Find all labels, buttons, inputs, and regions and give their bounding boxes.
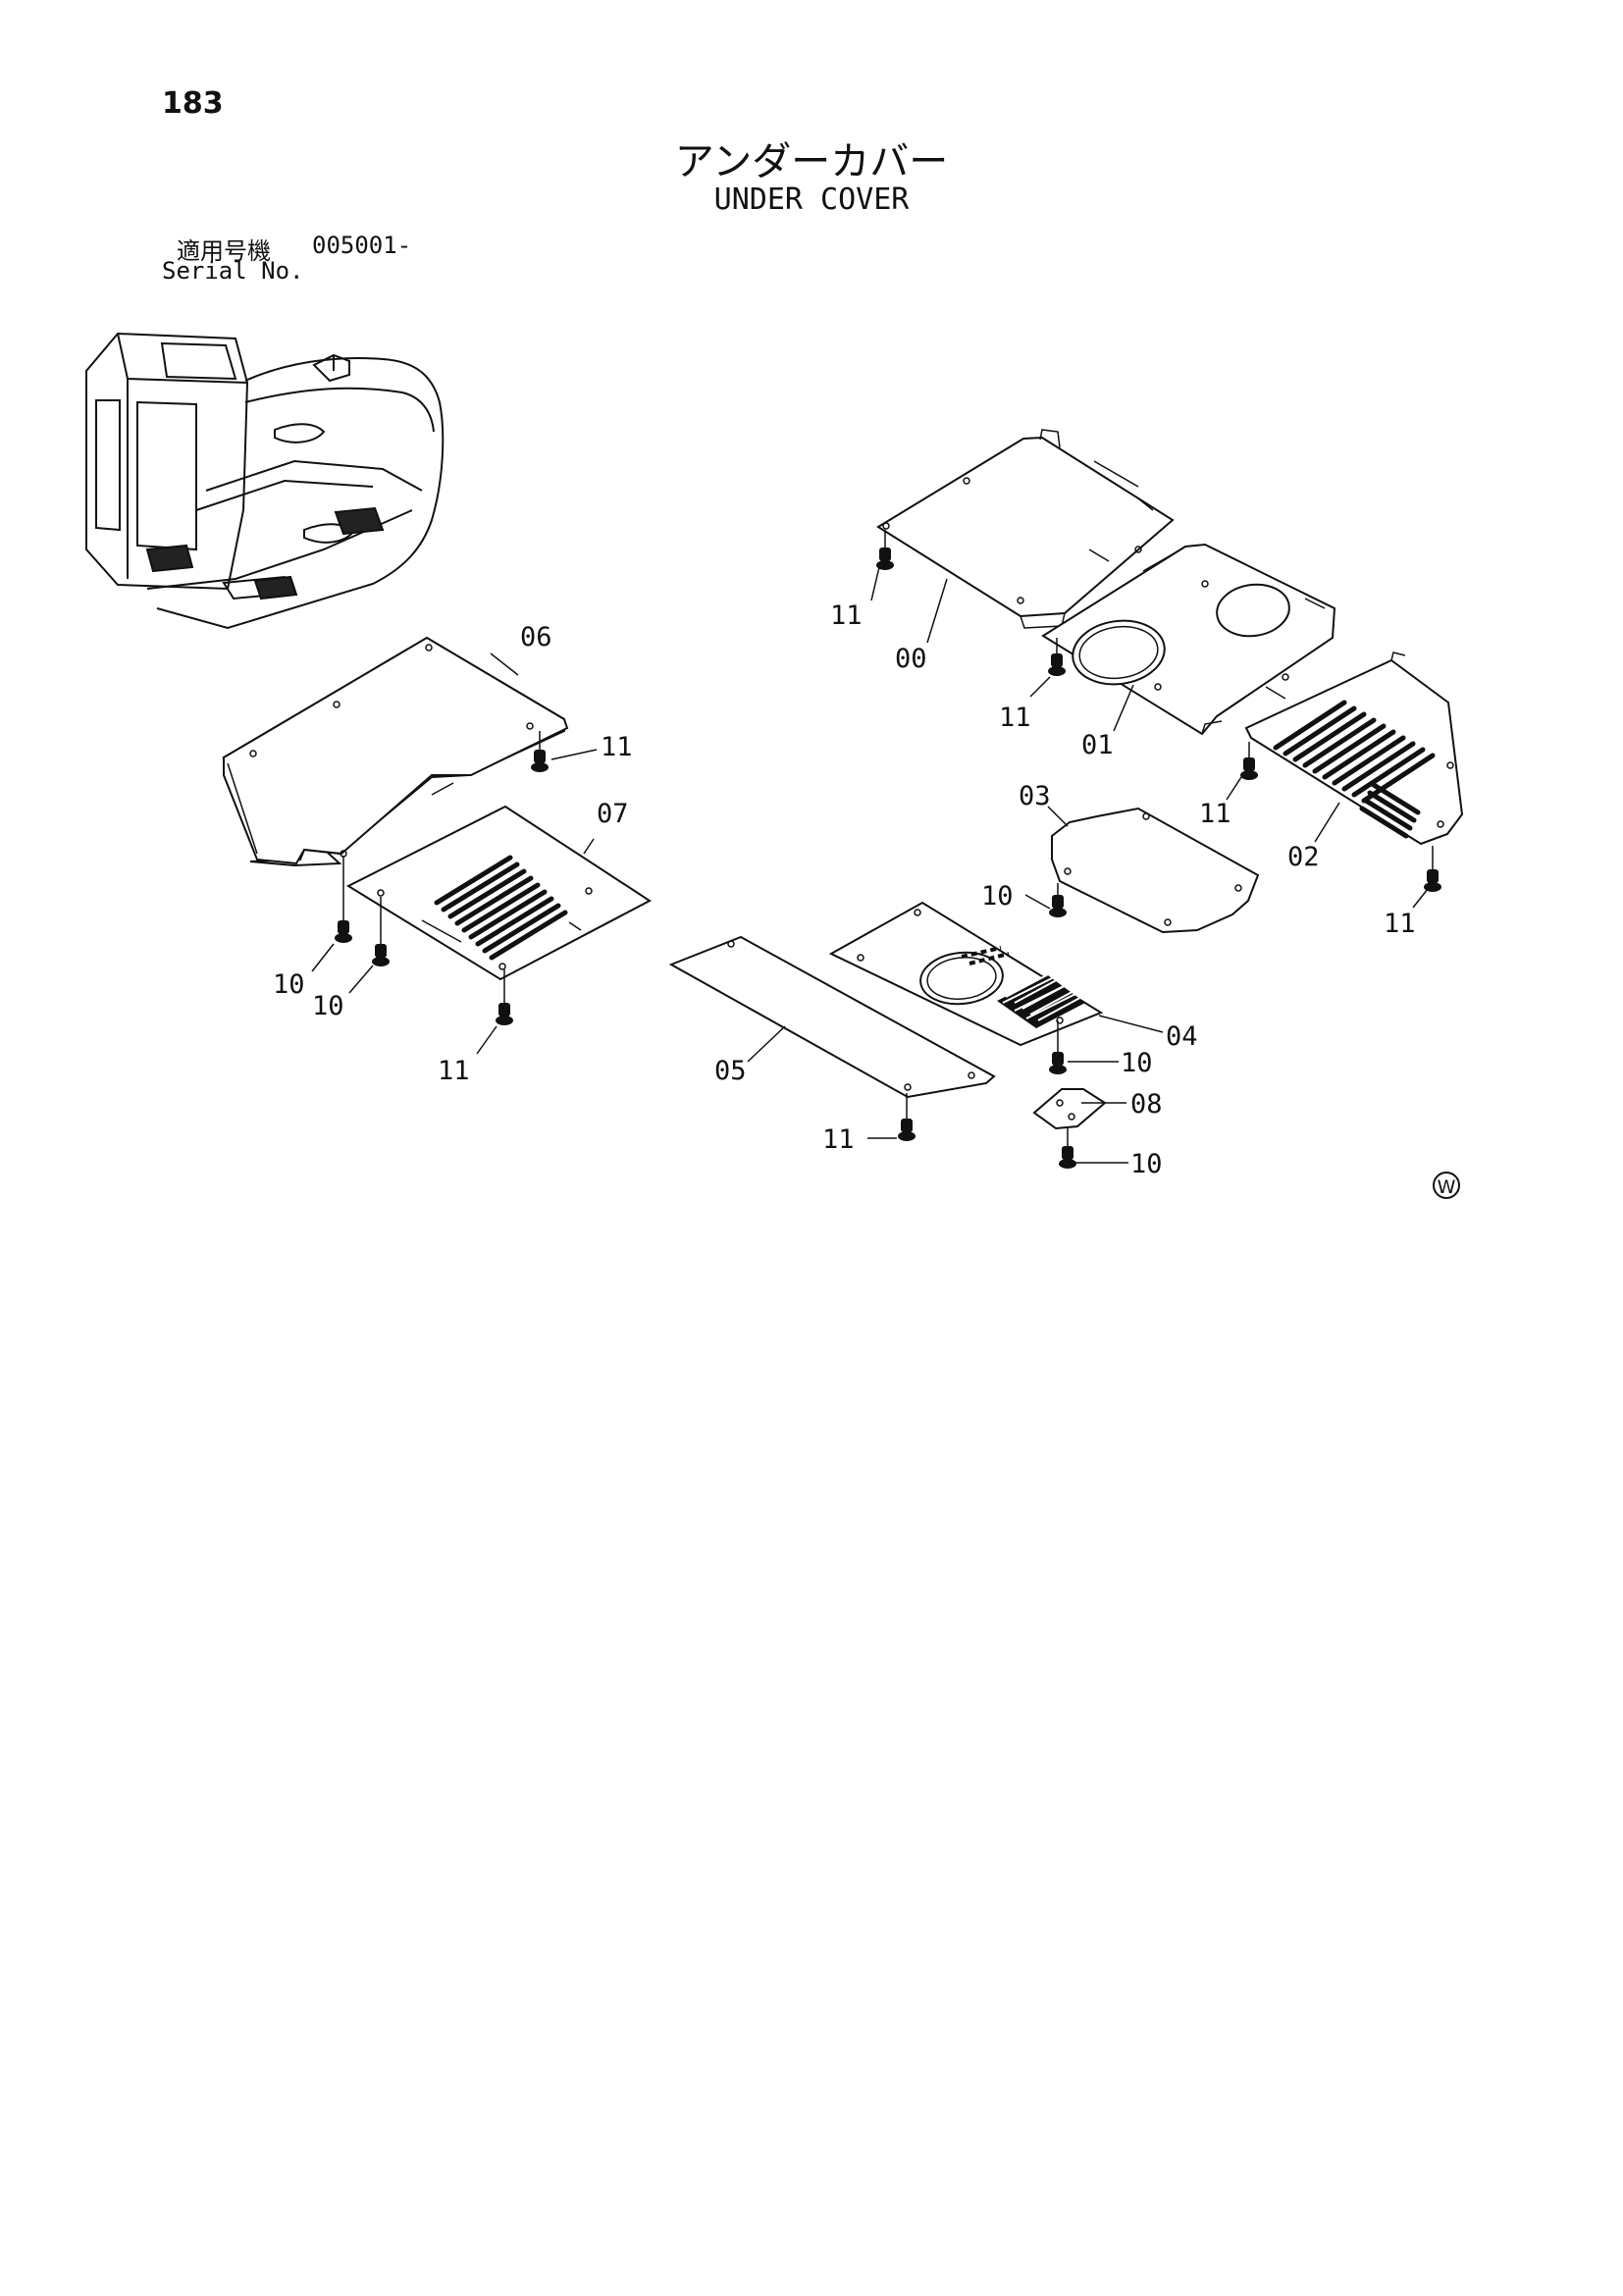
vent-slots-07: [434, 855, 568, 961]
callout-11-at-02-left: 11: [1199, 799, 1231, 829]
callout-11-at-01: 11: [999, 703, 1031, 733]
leader-lines: [311, 566, 1429, 1164]
callout-11-at-06: 11: [601, 732, 633, 762]
callout-10-at-03: 10: [981, 881, 1014, 912]
bolt-10-at-04: [1049, 1020, 1067, 1074]
callout-labels: 00 01 02 03 04 05 06 07 08 11 11 11 11 1…: [273, 600, 1416, 1179]
part-01-under-cover-plate: [1041, 543, 1336, 736]
vent-slots-02: [1273, 700, 1436, 839]
serial-label-japanese: 適用号機: [177, 237, 271, 265]
callout-08: 08: [1130, 1089, 1163, 1120]
bolt-11-at-02-right: [1424, 846, 1441, 892]
page-title-japanese: アンダーカバー: [674, 139, 949, 184]
callout-07: 07: [597, 799, 629, 829]
callout-01: 01: [1081, 730, 1114, 760]
part-05-under-cover-strip: [668, 935, 996, 1099]
serial-number: 005001-: [312, 232, 412, 259]
callout-11-at-00: 11: [830, 600, 863, 631]
watermark-letter: W: [1438, 1176, 1456, 1198]
machine-location-thumbnail: [85, 332, 445, 630]
bolt-10-at-08: [1059, 1128, 1076, 1169]
watermark-symbol: W: [1433, 1172, 1460, 1199]
callout-04: 04: [1166, 1021, 1198, 1052]
bolt-10-at-07: [372, 897, 390, 966]
serial-label-english: Serial No.: [162, 257, 304, 285]
bolt-11-at-00: [876, 530, 894, 570]
callout-00: 00: [895, 644, 927, 674]
callout-02: 02: [1287, 842, 1320, 872]
callout-11-at-07: 11: [438, 1056, 470, 1086]
bolt-11-at-06: [531, 731, 549, 772]
part-06-under-cover-plate: [222, 636, 569, 867]
part-08-small-cover: [1032, 1088, 1107, 1130]
part-03-under-cover-plate: [1051, 807, 1260, 934]
callout-06: 06: [520, 622, 552, 652]
callout-10-at-04: 10: [1121, 1048, 1153, 1078]
callout-03: 03: [1019, 781, 1051, 811]
bolt-11-at-02-left: [1240, 742, 1258, 780]
bolt-11-at-01: [1048, 638, 1066, 676]
bolt-10-at-03: [1049, 883, 1067, 917]
part-04-under-cover-perforated: [828, 901, 1104, 1047]
callout-05: 05: [714, 1056, 747, 1086]
page-title-english: UNDER COVER: [713, 183, 910, 217]
callout-10-at-06: 10: [273, 969, 305, 1000]
part-02-under-cover-vented: [1244, 652, 1464, 846]
callout-10-at-08: 10: [1130, 1149, 1163, 1179]
callout-11-at-05: 11: [822, 1124, 855, 1155]
bolts: [335, 530, 1441, 1169]
part-07-under-cover-vented: [345, 805, 652, 981]
bolt-11-at-07: [496, 969, 513, 1025]
bolt-10-at-06: [335, 856, 352, 943]
callout-10-at-07: 10: [312, 991, 344, 1021]
callout-11-at-02-right: 11: [1384, 909, 1416, 939]
page-number: 183: [162, 86, 224, 121]
part-00-under-cover-plate: [876, 429, 1175, 629]
bolt-11-at-05: [898, 1093, 916, 1141]
